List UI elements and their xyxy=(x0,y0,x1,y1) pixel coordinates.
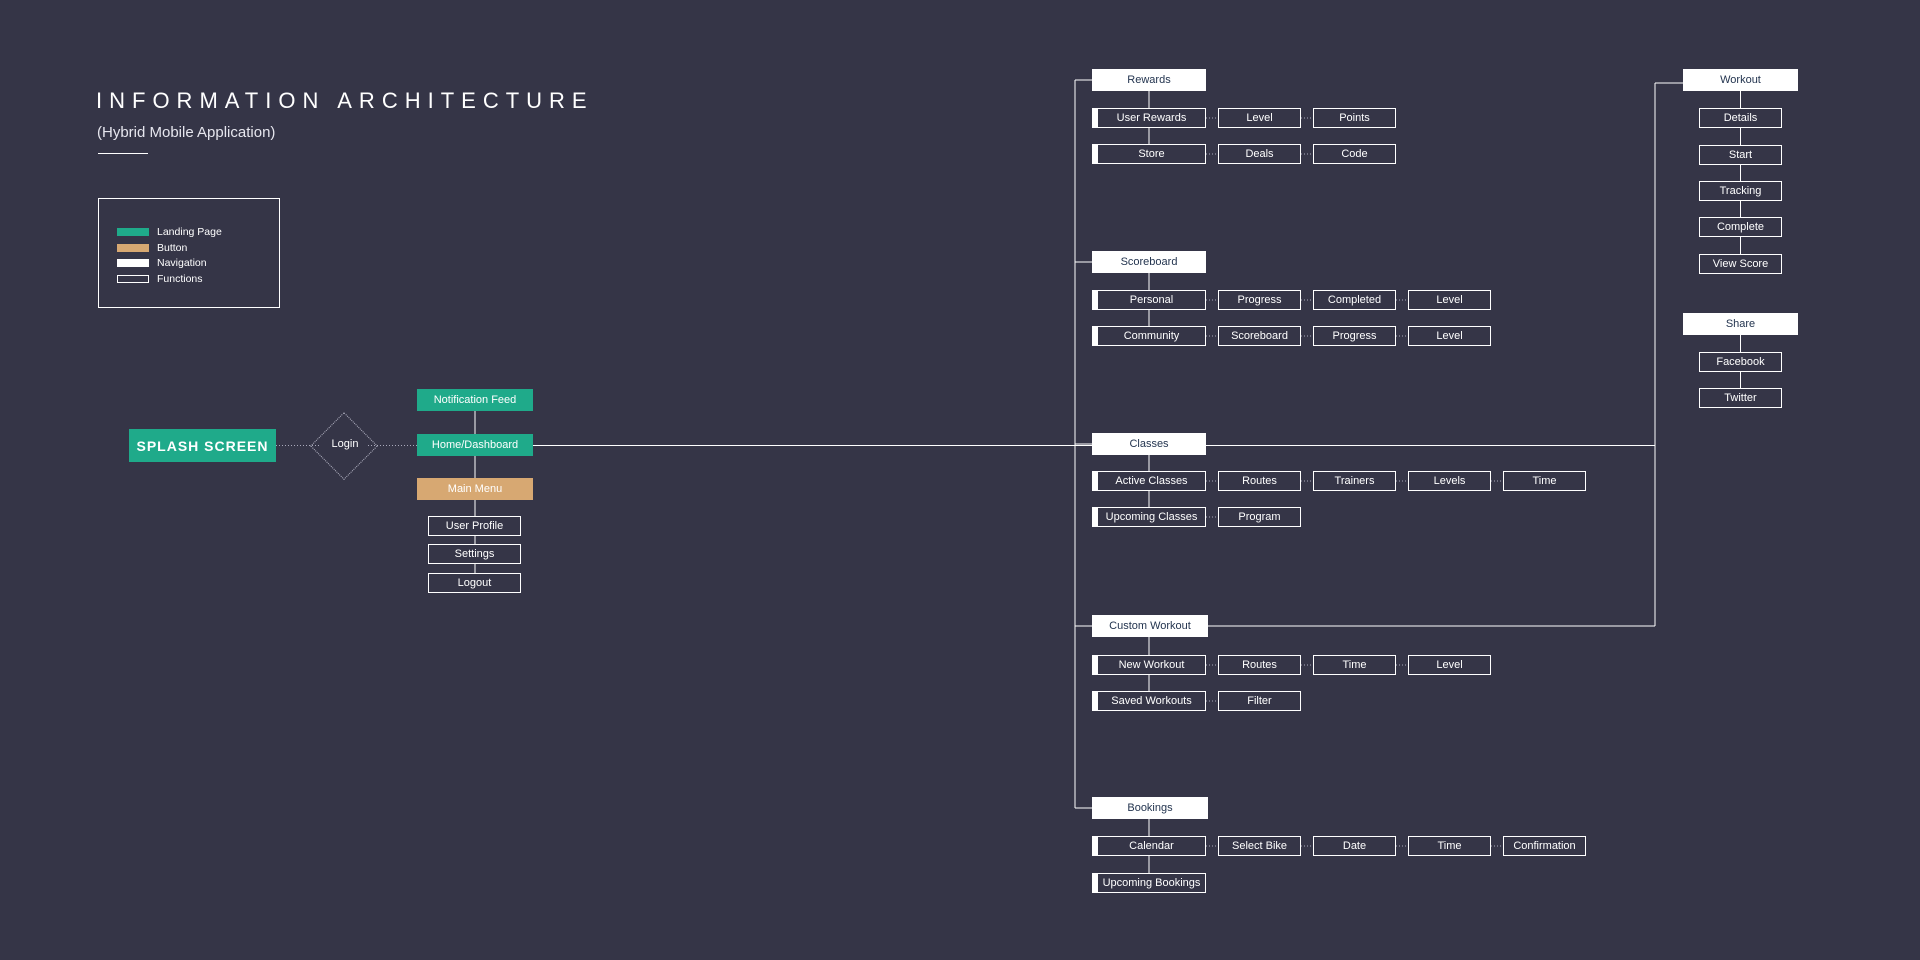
logout-node[interactable]: Logout xyxy=(428,573,521,593)
community-progress-node[interactable]: Progress xyxy=(1313,326,1396,346)
date-node[interactable]: Date xyxy=(1313,836,1396,856)
view-score-node[interactable]: View Score xyxy=(1699,254,1782,274)
store-node[interactable]: Store xyxy=(1092,144,1206,164)
legend-label: Functions xyxy=(157,272,203,285)
login-label: Login xyxy=(331,438,359,450)
custom-workout-nav[interactable]: Custom Workout xyxy=(1092,615,1208,637)
legend-swatch-navigation xyxy=(117,259,149,267)
personal-progress-node[interactable]: Progress xyxy=(1218,290,1301,310)
home-dashboard-node[interactable]: Home/Dashboard xyxy=(417,434,533,456)
filter-node[interactable]: Filter xyxy=(1218,691,1301,711)
classes-nav[interactable]: Classes xyxy=(1092,433,1206,455)
legend-swatch-button xyxy=(117,243,149,252)
main-menu-button[interactable]: Main Menu xyxy=(417,478,533,500)
rewards-level-node[interactable]: Level xyxy=(1218,108,1301,128)
rewards-points-node[interactable]: Points xyxy=(1313,108,1396,128)
share-nav[interactable]: Share xyxy=(1683,313,1798,335)
classes-trainers-node[interactable]: Trainers xyxy=(1313,471,1396,491)
bookings-nav[interactable]: Bookings xyxy=(1092,797,1208,819)
rewards-nav[interactable]: Rewards xyxy=(1092,69,1206,91)
code-node[interactable]: Code xyxy=(1313,144,1396,164)
settings-node[interactable]: Settings xyxy=(428,544,521,564)
deals-node[interactable]: Deals xyxy=(1218,144,1301,164)
community-node[interactable]: Community xyxy=(1092,326,1206,346)
workout-nav[interactable]: Workout xyxy=(1683,69,1798,91)
legend-swatch-landing xyxy=(117,228,149,236)
personal-node[interactable]: Personal xyxy=(1092,290,1206,310)
legend-item-landing: Landing Page xyxy=(117,225,222,239)
complete-node[interactable]: Complete xyxy=(1699,217,1782,237)
title-underline xyxy=(98,153,148,154)
twitter-node[interactable]: Twitter xyxy=(1699,388,1782,408)
legend-label: Button xyxy=(157,241,188,254)
legend: Landing Page Button Navigation Functions xyxy=(98,198,280,308)
select-bike-node[interactable]: Select Bike xyxy=(1218,836,1301,856)
community-level-node[interactable]: Level xyxy=(1408,326,1491,346)
tracking-node[interactable]: Tracking xyxy=(1699,181,1782,201)
workout-time-node[interactable]: Time xyxy=(1313,655,1396,675)
upcoming-classes-node[interactable]: Upcoming Classes xyxy=(1092,507,1206,527)
legend-swatch-functions xyxy=(117,274,149,283)
legend-item-navigation: Navigation xyxy=(117,256,207,270)
upcoming-bookings-node[interactable]: Upcoming Bookings xyxy=(1092,873,1206,893)
program-node[interactable]: Program xyxy=(1218,507,1301,527)
start-node[interactable]: Start xyxy=(1699,145,1782,165)
personal-level-node[interactable]: Level xyxy=(1408,290,1491,310)
saved-workouts-node[interactable]: Saved Workouts xyxy=(1092,691,1206,711)
details-node[interactable]: Details xyxy=(1699,108,1782,128)
calendar-node[interactable]: Calendar xyxy=(1092,836,1206,856)
facebook-node[interactable]: Facebook xyxy=(1699,352,1782,372)
classes-levels-node[interactable]: Levels xyxy=(1408,471,1491,491)
bookings-time-node[interactable]: Time xyxy=(1408,836,1491,856)
confirmation-node[interactable]: Confirmation xyxy=(1503,836,1586,856)
legend-item-functions: Functions xyxy=(117,272,203,286)
workout-level-node[interactable]: Level xyxy=(1408,655,1491,675)
legend-label: Navigation xyxy=(157,257,207,269)
page-subtitle: (Hybrid Mobile Application) xyxy=(97,124,276,141)
new-workout-node[interactable]: New Workout xyxy=(1092,655,1206,675)
classes-time-node[interactable]: Time xyxy=(1503,471,1586,491)
notification-feed-node[interactable]: Notification Feed xyxy=(417,389,533,411)
scoreboard-nav[interactable]: Scoreboard xyxy=(1092,251,1206,273)
active-classes-node[interactable]: Active Classes xyxy=(1092,471,1206,491)
workout-routes-node[interactable]: Routes xyxy=(1218,655,1301,675)
legend-label: Landing Page xyxy=(157,226,222,238)
page-title: INFORMATION ARCHITECTURE xyxy=(96,88,594,113)
community-scoreboard-node[interactable]: Scoreboard xyxy=(1218,326,1301,346)
user-profile-node[interactable]: User Profile xyxy=(428,516,521,536)
personal-completed-node[interactable]: Completed xyxy=(1313,290,1396,310)
legend-item-button: Button xyxy=(117,241,187,255)
classes-routes-node[interactable]: Routes xyxy=(1218,471,1301,491)
user-rewards-node[interactable]: User Rewards xyxy=(1092,108,1206,128)
splash-screen-node[interactable]: SPLASH SCREEN xyxy=(129,429,276,462)
